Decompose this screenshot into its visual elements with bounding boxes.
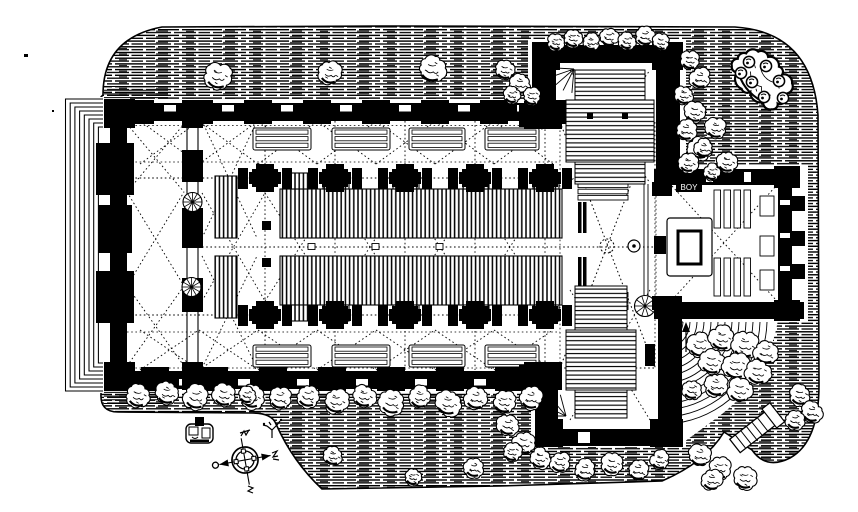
svg-text:BOY: BOY bbox=[681, 183, 699, 192]
